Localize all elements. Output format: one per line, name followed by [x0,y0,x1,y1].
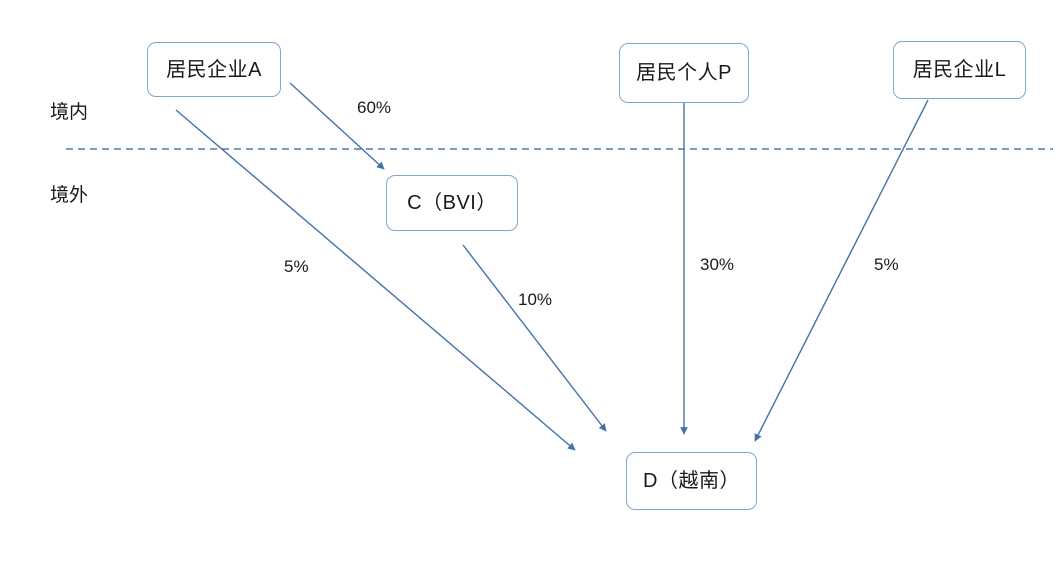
node-c-bvi[interactable]: C（BVI） [386,175,518,231]
edge-label-c-to-d: 10% [518,290,553,309]
zone-label-domestic: 境内 [50,102,89,123]
edge-c-to-d [462,244,607,432]
edge-a-to-c [289,82,385,170]
edge-label-a-to-d: 5% [284,257,309,276]
node-d-vietnam[interactable]: D（越南） [626,452,757,510]
node-resident-enterprise-l[interactable]: 居民企业L [893,41,1026,99]
zone-label-overseas: 境外 [50,185,89,206]
edge-a-to-d [175,109,576,451]
edge-label-a-to-c: 60% [357,98,392,117]
edge-label-l-to-d: 5% [874,255,899,274]
edge-label-p-to-d: 30% [700,255,735,274]
node-resident-enterprise-a[interactable]: 居民企业A [147,42,281,97]
node-resident-individual-p[interactable]: 居民个人P [619,43,749,103]
edge-l-to-d [754,99,929,442]
